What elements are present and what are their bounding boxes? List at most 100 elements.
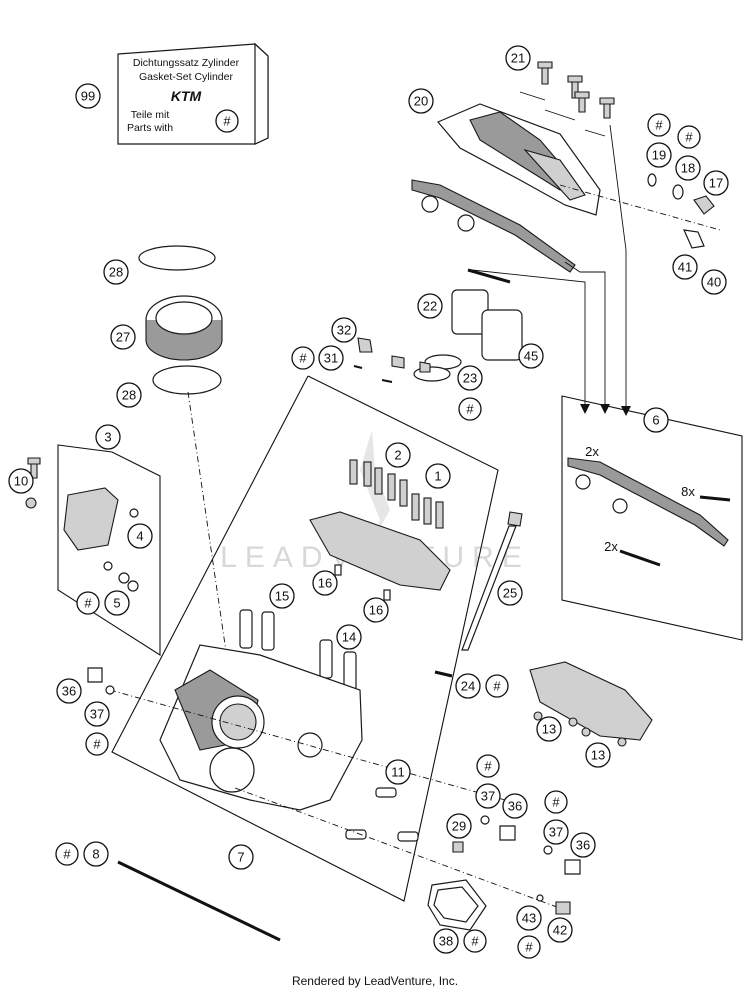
multiplier-8x: 8x [681,484,695,499]
callout-label-c10: 10 [14,474,28,489]
callout-layer: 9921201918174140282728323122452331045216… [8,45,729,959]
callout-c19: 19 [646,142,672,168]
callout-c13b: 13 [585,742,611,768]
callout-label-c28b: 28 [122,388,136,403]
callout-label-c7: 7 [237,850,244,865]
callout-c5: 5 [104,590,130,616]
callout-label-c36b: 36 [508,799,522,814]
hash-label-h8: # [63,847,71,862]
callout-c42: 42 [547,917,573,943]
gasket-box-symbol: # [223,114,231,129]
callout-label-c27: 27 [116,330,130,345]
hash-marker-h37a: # [85,732,109,756]
seal-gaskets [117,860,487,942]
panel-cylinder-head [109,375,566,911]
hash-marker-h19: # [647,113,671,137]
callout-c32: 32 [331,317,357,343]
gasket-box-line3: Teile mit [131,109,170,121]
panel-sensor [25,444,161,657]
hash-marker-h18: # [677,125,701,149]
right-camshaft-carrier [529,661,653,747]
callout-c7: 7 [228,844,254,870]
callout-c23: 23 [457,365,483,391]
hash-label-h19: # [655,118,663,133]
callout-label-c19: 19 [652,148,666,163]
hash-label-h23: # [466,402,474,417]
long-bolt [434,511,523,678]
callout-c28b: 28 [116,382,142,408]
callout-label-c28a: 28 [109,265,123,280]
callout-c10: 10 [8,468,34,494]
hash-label-h37c: # [552,795,560,810]
callout-label-c5: 5 [113,596,120,611]
callout-label-c1: 1 [434,469,441,484]
callout-label-c11: 11 [391,765,405,780]
callout-label-c21: 21 [511,51,525,66]
hash-label-h18: # [685,130,693,145]
hash-label-h5: # [84,596,92,611]
callout-label-c16a: 16 [318,576,332,591]
callout-label-c2: 2 [394,448,401,463]
callout-label-c37c: 37 [549,825,563,840]
valve-cover-bolts [519,61,615,137]
callout-c27: 27 [110,324,136,350]
hash-label-h37b: # [484,759,492,774]
callout-c17: 17 [703,170,729,196]
callout-c11: 11 [385,759,411,785]
hash-marker-h8: # [55,842,79,866]
gasket-box-line1: Dichtungssatz Zylinder [133,57,240,69]
callout-c16a: 16 [312,570,338,596]
valve-cover [437,103,601,216]
callout-c22: 22 [417,293,443,319]
callout-c13a: 13 [536,716,562,742]
gasket-kit-panel: 2x 8x 2x [561,395,743,641]
callout-label-c29: 29 [452,819,466,834]
seal-washers [559,173,721,249]
valve-cover-gasket [411,179,576,273]
hash-marker-h37b: # [476,754,500,778]
callout-c37a: 37 [84,701,110,727]
callout-label-c40: 40 [707,275,721,290]
callout-c4: 4 [127,523,153,549]
hash-marker-h23: # [458,397,482,421]
callout-label-c6: 6 [652,413,659,428]
callout-label-c36a: 36 [62,684,76,699]
callout-c36b: 36 [502,793,528,819]
footer-credit: Rendered by LeadVenture, Inc. [291,974,459,988]
callout-label-c16b: 16 [369,603,383,618]
callout-label-c31: 31 [324,351,338,366]
oil-filter-parts [353,268,523,383]
callout-label-c38: 38 [439,934,453,949]
hash-marker-h38: # [463,929,487,953]
callout-label-c37b: 37 [481,789,495,804]
callout-c25: 25 [497,580,523,606]
hash-label-h38: # [471,934,479,949]
hash-label-h31: # [299,351,307,366]
multiplier-2x-strip: 2x [604,539,618,554]
callout-label-c99: 99 [81,89,95,104]
callout-label-c15: 15 [275,589,289,604]
callout-label-c4: 4 [136,529,143,544]
callout-label-c25: 25 [503,586,517,601]
callout-label-c45: 45 [524,349,538,364]
callout-label-c42: 42 [553,923,567,938]
callout-label-c37a: 37 [90,707,104,722]
callout-c2: 2 [385,442,411,468]
callout-c1: 1 [425,463,451,489]
callout-c38: 38 [433,928,459,954]
callout-c6: 6 [643,407,669,433]
callout-c37c: 37 [543,819,569,845]
callout-c8: 8 [83,841,109,867]
hash-marker-h37c: # [544,790,568,814]
callout-c31: 31 [318,345,344,371]
gasket-set-box: Dichtungssatz Zylinder Gasket-Set Cylind… [117,42,269,145]
hash-label-h24: # [493,679,501,694]
callout-c3: 3 [95,424,121,450]
callout-c18: 18 [675,155,701,181]
gasket-box-brand: KTM [171,88,202,104]
callout-label-c41: 41 [678,260,692,275]
callout-c99: 99 [75,83,101,109]
head-bolts [349,459,444,529]
hash-marker-h43: # [517,935,541,959]
callout-c29: 29 [446,813,472,839]
